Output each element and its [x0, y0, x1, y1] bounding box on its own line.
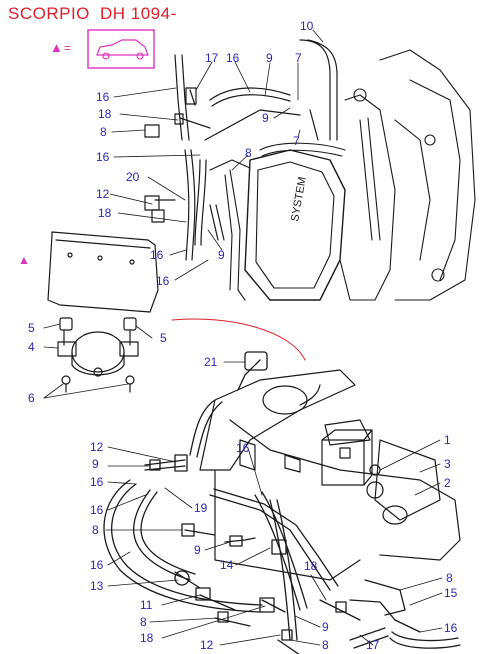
callout-11: 11 — [140, 598, 153, 612]
engine-bay-upper — [224, 49, 476, 301]
callout-16: 16 — [156, 274, 170, 288]
callout-18: 18 — [98, 206, 112, 220]
callout-5: 5 — [160, 331, 167, 345]
callout-16: 16 — [96, 150, 110, 164]
car-silhouette-icon — [96, 39, 149, 56]
leader-lines — [43, 29, 443, 646]
legend-car-box — [87, 29, 155, 69]
callout-13: 13 — [90, 579, 104, 593]
legend-triangle-icon: ▲ — [50, 40, 63, 55]
callout-9: 9 — [266, 51, 273, 65]
engine-plate-label: SYSTEM — [289, 176, 309, 223]
callout-8: 8 — [446, 571, 453, 585]
legend: ▲ = — [50, 29, 155, 69]
callout-2: 2 — [444, 476, 451, 490]
callout-7: 7 — [295, 51, 302, 65]
callout-15: 15 — [444, 586, 458, 600]
callout-8: 8 — [322, 638, 329, 652]
callout-16: 16 — [90, 503, 104, 517]
callout-8: 8 — [245, 146, 252, 160]
callout-9: 9 — [92, 457, 99, 471]
callout-16: 16 — [96, 90, 110, 104]
callout-18: 18 — [140, 631, 154, 645]
callout-8: 8 — [140, 615, 147, 629]
callout-10: 10 — [300, 19, 314, 33]
callout-12: 12 — [90, 440, 104, 454]
callout-16: 16 — [444, 621, 458, 635]
callout-14: 14 — [220, 558, 234, 572]
header-code: DH 1094- — [100, 4, 177, 23]
callout-1: 1 — [444, 433, 451, 447]
callout-4: 4 — [28, 340, 35, 354]
callout-9: 9 — [262, 111, 269, 125]
callout-16: 16 — [236, 441, 250, 455]
callout-19: 19 — [194, 501, 208, 515]
callout-5: 5 — [28, 321, 35, 335]
callout-6: 6 — [28, 391, 35, 405]
callout-17: 17 — [366, 638, 380, 652]
callout-9: 9 — [194, 543, 201, 557]
callout-18: 18 — [98, 107, 112, 121]
callout-20: 20 — [126, 170, 140, 184]
header-model: SCORPIO — [8, 4, 90, 23]
reference-arrow — [171, 318, 306, 361]
callout-16: 16 — [90, 558, 104, 572]
callout-18: 18 — [304, 559, 318, 573]
callout-17: 17 — [205, 51, 219, 65]
callout-3: 3 — [444, 457, 451, 471]
lower-hoses — [103, 351, 461, 654]
callout-8: 8 — [92, 523, 99, 537]
callout-8: 8 — [100, 125, 107, 139]
callout-21: 21 — [204, 355, 218, 369]
callout-16: 16 — [90, 475, 104, 489]
upper-hoses — [144, 39, 338, 261]
callout-9: 9 — [322, 620, 329, 634]
engine-bay-lower — [199, 369, 461, 581]
callout-7: 7 — [293, 134, 300, 148]
callout-12: 12 — [96, 187, 110, 201]
legend-equals: = — [64, 41, 71, 55]
callout-numbers: 10 17 16 9 7 16 18 9 7 8 16 8 20 12 18 1… — [28, 19, 458, 652]
tank-variant-triangle-icon: ▲ — [18, 253, 30, 267]
callout-12: 12 — [200, 638, 214, 652]
callout-16: 16 — [226, 51, 240, 65]
vacuum-tank-assembly — [47, 231, 159, 393]
callout-16: 16 — [150, 248, 164, 262]
callout-9: 9 — [218, 248, 225, 262]
